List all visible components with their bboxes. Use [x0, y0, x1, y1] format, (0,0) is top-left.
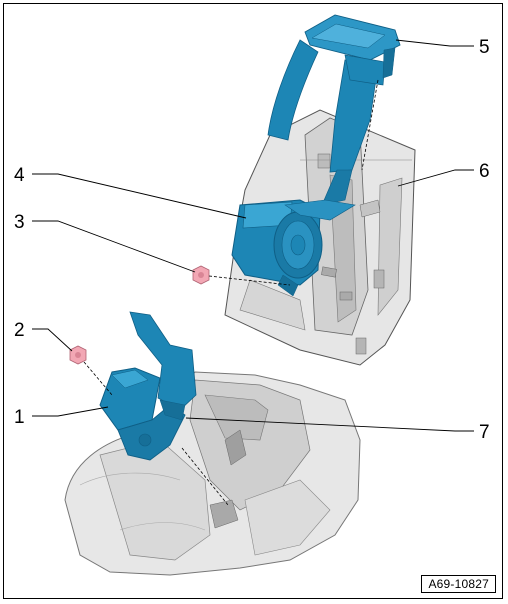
callout-7: 7	[185, 417, 490, 443]
nut-2	[69, 345, 87, 365]
callout-4: 4	[14, 165, 247, 219]
callout-6-label: 6	[479, 161, 490, 182]
callout-3-label: 3	[14, 212, 25, 233]
upper-belt-webbing	[267, 39, 379, 206]
callout-1-label: 1	[14, 407, 25, 428]
assembly-lines	[83, 79, 379, 506]
callout-5: 5	[395, 37, 490, 58]
callout-2: 2	[14, 320, 73, 352]
belt-retractor	[231, 199, 356, 297]
lower-belt-webbing	[129, 311, 197, 411]
nut-3	[192, 265, 210, 285]
callout-4-label: 4	[14, 165, 25, 186]
callout-3: 3	[14, 212, 196, 273]
belt-buckle	[99, 367, 186, 461]
callout-6: 6	[397, 161, 490, 187]
callout-1: 1	[14, 406, 109, 428]
belt-guide-upper	[304, 14, 401, 86]
callout-7-label: 7	[479, 422, 490, 443]
callout-5-label: 5	[479, 37, 490, 58]
figure-id: A69-10827	[421, 575, 496, 593]
callout-2-label: 2	[14, 320, 25, 341]
